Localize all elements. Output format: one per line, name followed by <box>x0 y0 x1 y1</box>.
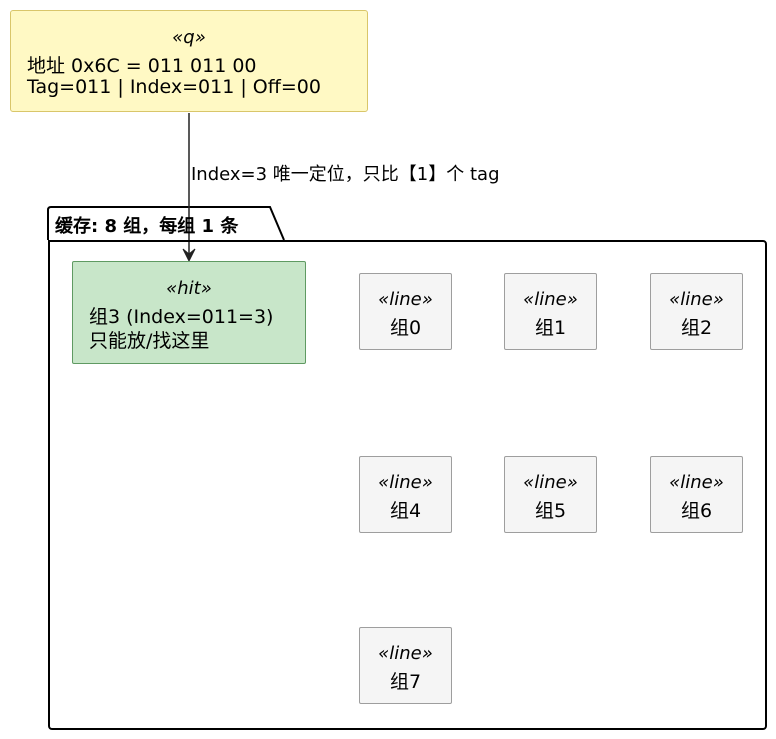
cache-line-name: 组4 <box>389 500 422 522</box>
cache-line-name: 组2 <box>680 317 713 339</box>
query-note-address: 地址 0x6C = 011 011 00 <box>27 55 257 77</box>
cache-line-node: «line» 组5 <box>504 456 597 533</box>
cache-package <box>48 240 767 730</box>
package-tab <box>47 206 285 241</box>
cache-line-stereotype: «line» <box>378 472 433 493</box>
cache-line-stereotype: «line» <box>378 643 433 664</box>
hit-set-stereotype: «hit» <box>166 278 212 299</box>
cache-line-name: 组7 <box>389 671 422 693</box>
cache-line-name: 组5 <box>534 500 567 522</box>
query-note-fields: Tag=011 | Index=011 | Off=00 <box>27 76 321 98</box>
query-to-hit-arrow-head <box>182 248 196 263</box>
edge-label: Index=3 唯一定位，只比【1】个 tag <box>191 164 500 185</box>
cache-line-name: 组1 <box>534 317 567 339</box>
cache-line-name: 组0 <box>389 317 422 339</box>
cache-line-node: «line» 组6 <box>650 456 743 533</box>
query-note: «q» 地址 0x6C = 011 011 00 Tag=011 | Index… <box>10 10 368 112</box>
cache-package-title: 缓存: 8 组，每组 1 条 <box>55 216 239 237</box>
cache-line-node: «line» 组1 <box>504 273 597 350</box>
cache-line-name: 组6 <box>680 500 713 522</box>
cache-line-stereotype: «line» <box>523 289 578 310</box>
cache-line-stereotype: «line» <box>669 472 724 493</box>
cache-line-node: «line» 组7 <box>359 627 452 704</box>
cache-line-stereotype: «line» <box>378 289 433 310</box>
cache-line-node: «line» 组0 <box>359 273 452 350</box>
cache-line-node: «line» 组4 <box>359 456 452 533</box>
hit-set-node: «hit» 组3 (Index=011=3) 只能放/找这里 <box>72 261 306 364</box>
query-note-stereotype: «q» <box>172 27 206 48</box>
cache-line-stereotype: «line» <box>523 472 578 493</box>
cache-line-node: «line» 组2 <box>650 273 743 350</box>
hit-set-note: 只能放/找这里 <box>89 330 210 352</box>
cache-line-stereotype: «line» <box>669 289 724 310</box>
hit-set-title: 组3 (Index=011=3) <box>89 306 274 328</box>
